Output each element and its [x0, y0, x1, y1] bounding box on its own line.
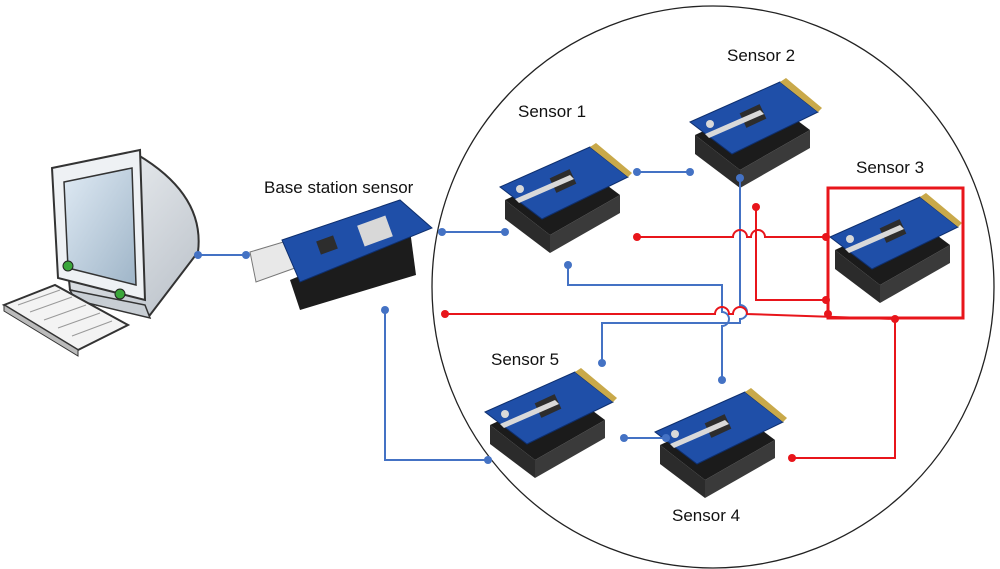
label-sensor5: Sensor 5: [491, 350, 560, 369]
label-base-station: Base station sensor: [264, 178, 414, 197]
base-station-device: [249, 199, 433, 310]
sensor5-board: [484, 367, 618, 479]
sensor2-board: [689, 77, 823, 189]
network-boundary-circle: [431, 5, 995, 569]
red-link-sensor2-sensor3: [755, 207, 826, 301]
label-sensor4: Sensor 4: [672, 506, 741, 525]
red-links: [445, 207, 896, 459]
red-link-sensor3-sensor4: [792, 319, 896, 459]
label-sensor3: Sensor 3: [856, 158, 925, 177]
link-base-sensor5: [384, 310, 488, 461]
computer-icon: [1, 148, 200, 357]
red-link-endpoints: [441, 203, 899, 462]
sensor1-board: [499, 142, 633, 254]
blue-link-endpoints: [194, 168, 744, 464]
blue-links: [198, 171, 748, 461]
red-link-circle-sensor3: [445, 306, 896, 320]
label-sensor1: Sensor 1: [518, 102, 587, 121]
sensor4-board: [654, 387, 788, 499]
red-link-sensor1-sensor3: [637, 229, 826, 238]
link-sensor2-down: [601, 178, 748, 363]
label-sensor2: Sensor 2: [727, 46, 796, 65]
sensor3-board: [829, 192, 963, 304]
link-sensor1-sensor4: [567, 265, 730, 380]
